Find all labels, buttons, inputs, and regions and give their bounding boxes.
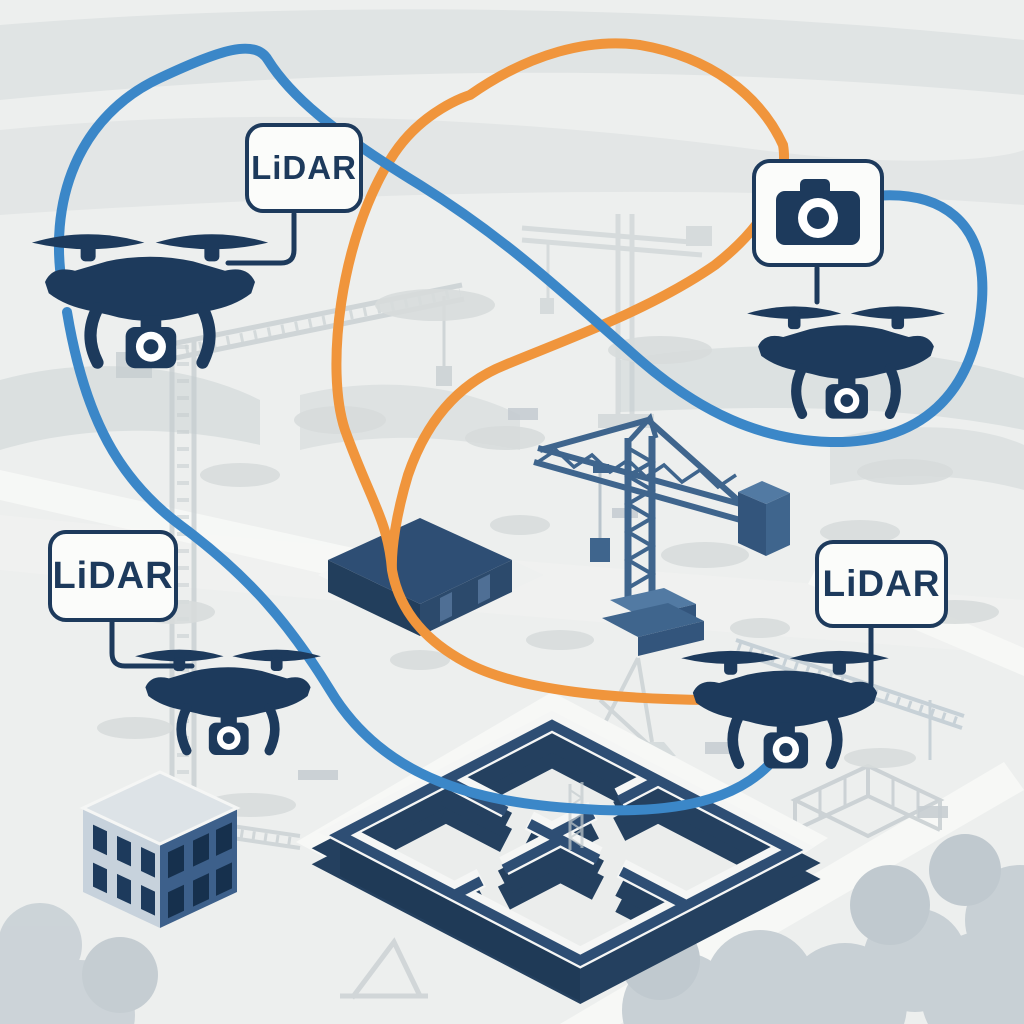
blue-route-loop — [53, 43, 988, 448]
foundation-lattice-column — [568, 782, 584, 850]
label-lidar-top-text: LiDAR — [251, 149, 357, 186]
bushes-bottom-left — [0, 903, 158, 1024]
tower-crane — [533, 413, 790, 656]
camera-icon — [776, 179, 860, 245]
label-lidar-left: LiDAR — [48, 530, 178, 622]
connector-lidar-left — [109, 619, 195, 669]
bushes-bottom-right — [620, 834, 1024, 1024]
blue-route-cross — [62, 307, 781, 816]
building-foundation — [296, 692, 828, 1001]
label-lidar-right-text: LiDAR — [822, 563, 941, 604]
label-lidar-right: LiDAR — [815, 540, 948, 628]
windows-right-face — [168, 822, 232, 919]
faint-framing-bottom-right — [790, 763, 945, 839]
slab-building — [318, 518, 544, 636]
office-building — [79, 770, 241, 928]
connector-lidar-top — [225, 211, 297, 266]
flight-routes — [53, 38, 988, 816]
windows-left-face — [93, 824, 155, 916]
orange-route — [331, 38, 789, 705]
label-camera — [752, 159, 884, 267]
label-lidar-left-text: LiDAR — [52, 554, 174, 597]
label-lidar-top: LiDAR — [245, 123, 363, 213]
